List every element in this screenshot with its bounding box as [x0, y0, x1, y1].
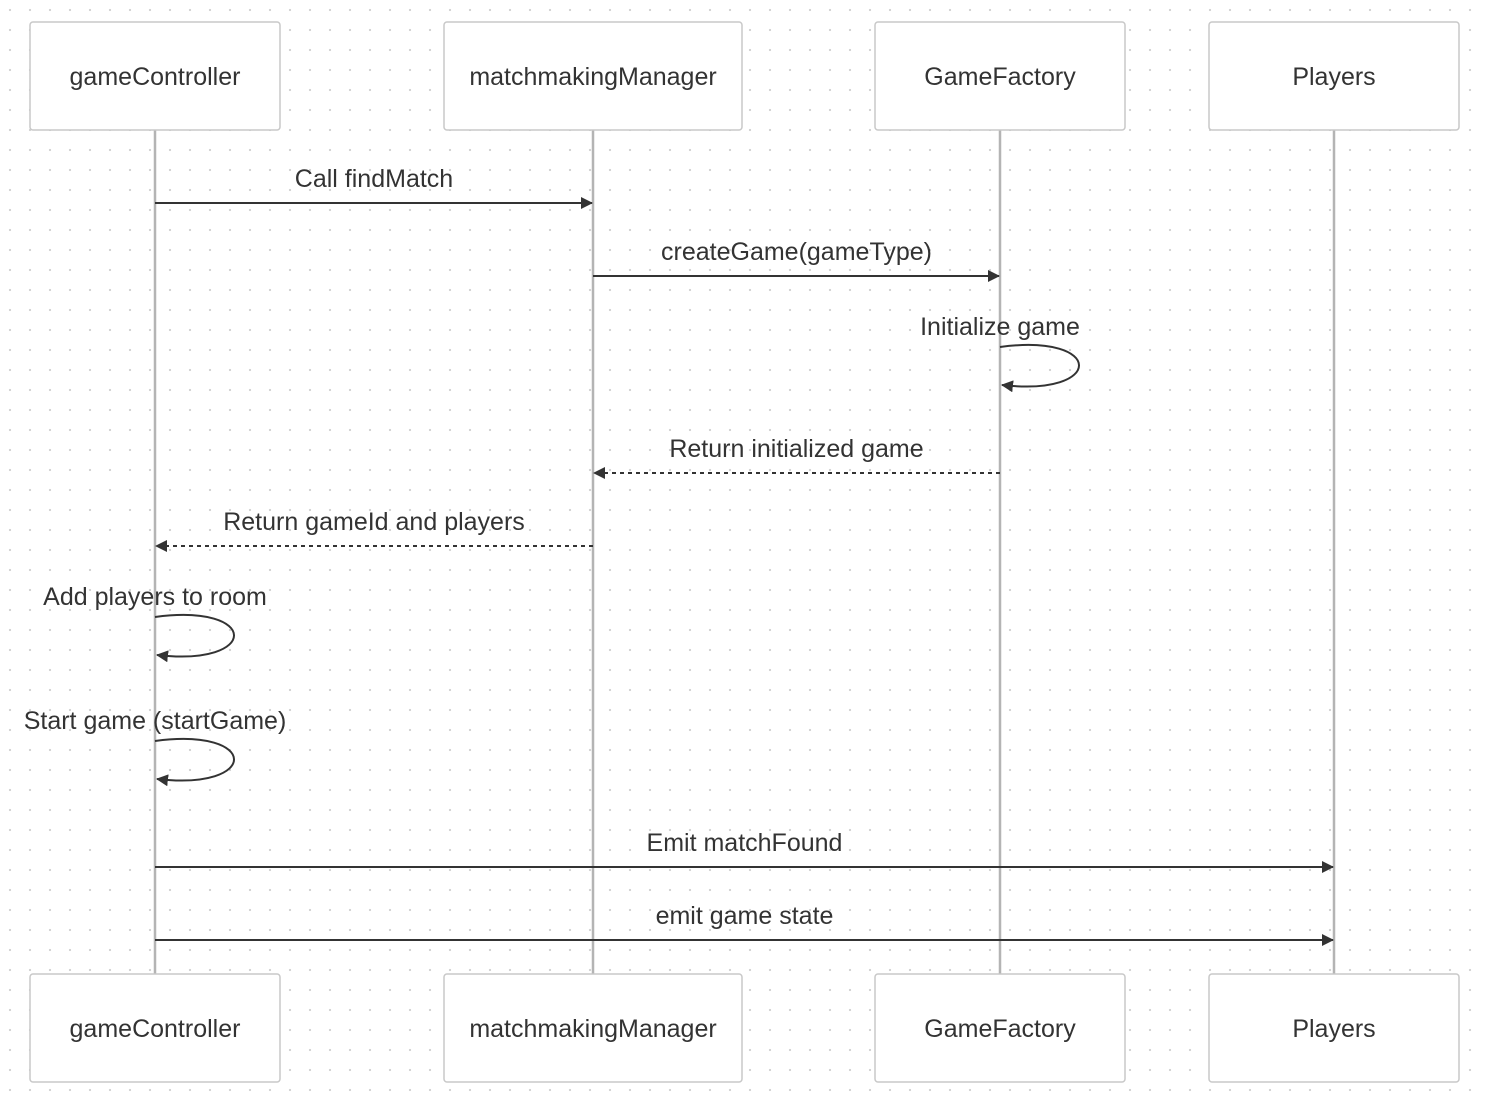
message-label: Call findMatch — [295, 165, 453, 193]
self-message-arrow — [154, 738, 235, 787]
message-8: Emit matchFound — [155, 829, 1334, 873]
message-label: createGame(gameType) — [661, 238, 932, 266]
actor-label: GameFactory — [924, 63, 1076, 91]
message-label: Start game (startGame) — [24, 707, 287, 735]
message-label: Return initialized game — [669, 435, 923, 463]
actor-box — [29, 21, 281, 131]
actor-gf-top[interactable]: GameFactory — [874, 21, 1126, 131]
actor-label: Players — [1292, 63, 1375, 91]
actor-label: gameController — [70, 63, 241, 91]
message-label: Add players to room — [43, 583, 267, 611]
actor-label: matchmakingManager — [469, 63, 716, 91]
message-6: Add players to room — [43, 583, 267, 663]
actor-mm-bottom[interactable]: matchmakingManager — [443, 973, 743, 1083]
actor-box — [1208, 973, 1460, 1083]
actor-gc-bottom[interactable]: gameController — [29, 973, 281, 1083]
actor-gc-top[interactable]: gameController — [29, 21, 281, 131]
message-label: emit game state — [656, 902, 834, 930]
actor-box — [29, 973, 281, 1083]
message-label: Emit matchFound — [647, 829, 843, 857]
actor-pl-bottom[interactable]: Players — [1208, 973, 1460, 1083]
actor-label: Players — [1292, 1015, 1375, 1043]
actor-pl-top[interactable]: Players — [1208, 21, 1460, 131]
actor-mm-top[interactable]: matchmakingManager — [443, 21, 743, 131]
message-3: Initialize game — [920, 313, 1080, 393]
actor-box — [1208, 21, 1460, 131]
actor-box — [443, 973, 743, 1083]
message-2: createGame(gameType) — [593, 238, 1000, 282]
message-7: Start game (startGame) — [24, 707, 287, 787]
actor-box — [874, 21, 1126, 131]
actor-box — [443, 21, 743, 131]
message-1: Call findMatch — [155, 165, 593, 209]
actor-label: GameFactory — [924, 1015, 1076, 1043]
actor-box — [874, 973, 1126, 1083]
self-message-arrow — [999, 344, 1080, 393]
message-9: emit game state — [155, 902, 1334, 946]
self-message-arrow — [154, 614, 235, 663]
actor-label: gameController — [70, 1015, 241, 1043]
message-5: Return gameId and players — [155, 508, 593, 552]
actor-label: matchmakingManager — [469, 1015, 716, 1043]
message-4: Return initialized game — [593, 435, 1000, 479]
message-label: Return gameId and players — [223, 508, 525, 536]
actor-gf-bottom[interactable]: GameFactory — [874, 973, 1126, 1083]
message-label: Initialize game — [920, 313, 1080, 341]
